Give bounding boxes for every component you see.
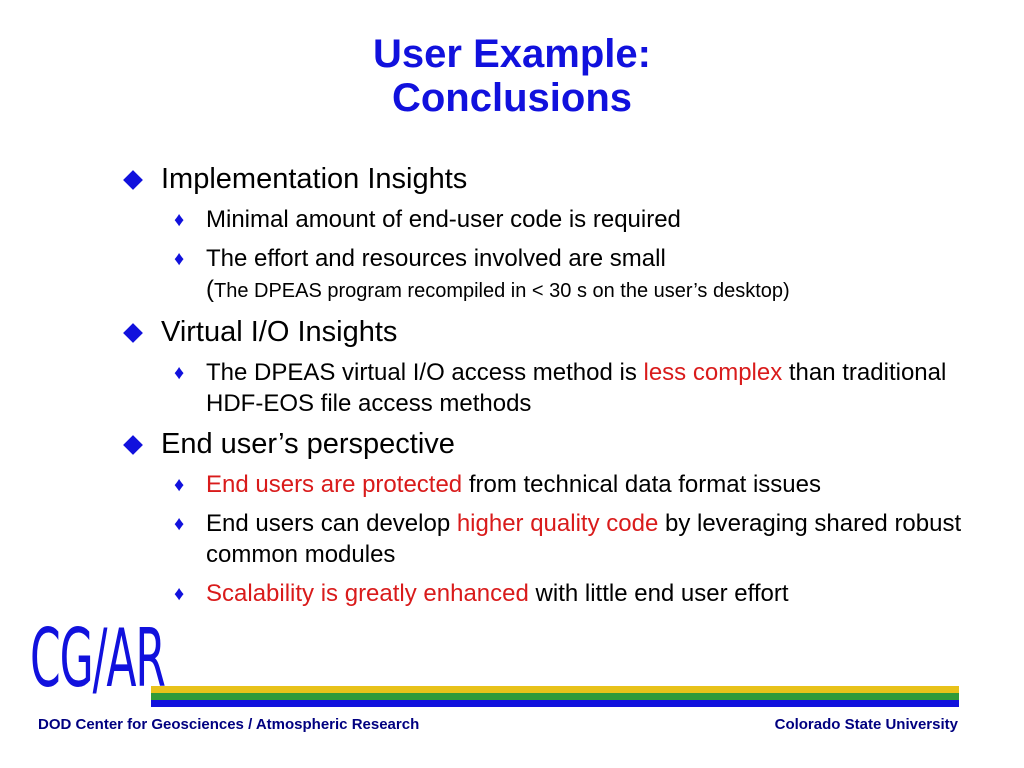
list-item: ♦ End users are protected from technical… xyxy=(124,469,1004,500)
cgar-logo: CG/AR xyxy=(30,612,166,705)
small-diamond-icon: ♦ xyxy=(174,248,185,270)
highlight-text: less complex xyxy=(643,359,783,386)
highlight-text: End users are protected xyxy=(206,471,463,498)
small-diamond-icon: ♦ xyxy=(174,209,185,231)
list-item: ♦ End users can develop higher quality c… xyxy=(174,510,962,568)
blue-diamond-icon xyxy=(123,435,143,455)
list-item: ♦ The effort and resources involved are … xyxy=(174,245,790,303)
section-heading: End user’s perspective xyxy=(123,427,1004,461)
highlight-text: Scalability is greatly enhanced xyxy=(206,580,529,607)
small-diamond-icon: ♦ xyxy=(174,362,185,384)
title-line-1: User Example: xyxy=(373,32,651,76)
section-heading: Virtual I/O Insights xyxy=(123,315,1004,349)
title-line-2: Conclusions xyxy=(391,76,633,120)
blue-stripe xyxy=(151,700,959,707)
footer-organization: DOD Center for Geosciences / Atmospheric… xyxy=(38,716,420,733)
blue-diamond-icon xyxy=(123,170,143,190)
blue-diamond-icon xyxy=(123,323,143,343)
slide-title: User Example: Conclusions xyxy=(0,32,1024,120)
small-diamond-icon: ♦ xyxy=(174,583,185,605)
yellow-stripe xyxy=(151,686,959,693)
highlight-text: higher quality code xyxy=(456,510,659,537)
bullet-list: Implementation Insights ♦ Minimal amount… xyxy=(123,162,1004,609)
list-item: ♦ Minimal amount of end-user code is req… xyxy=(124,204,1004,235)
small-diamond-icon: ♦ xyxy=(174,513,185,535)
footer-university: Colorado State University xyxy=(774,716,958,733)
section-heading: Implementation Insights xyxy=(123,162,1004,196)
list-item: ♦ Scalability is greatly enhanced with l… xyxy=(124,578,1004,609)
list-item: ♦ The DPEAS virtual I/O access method is… xyxy=(174,359,947,417)
small-diamond-icon: ♦ xyxy=(174,474,185,496)
list-item-note: The DPEAS program recompiled in < 30 s o… xyxy=(214,280,790,302)
green-stripe xyxy=(151,693,959,700)
